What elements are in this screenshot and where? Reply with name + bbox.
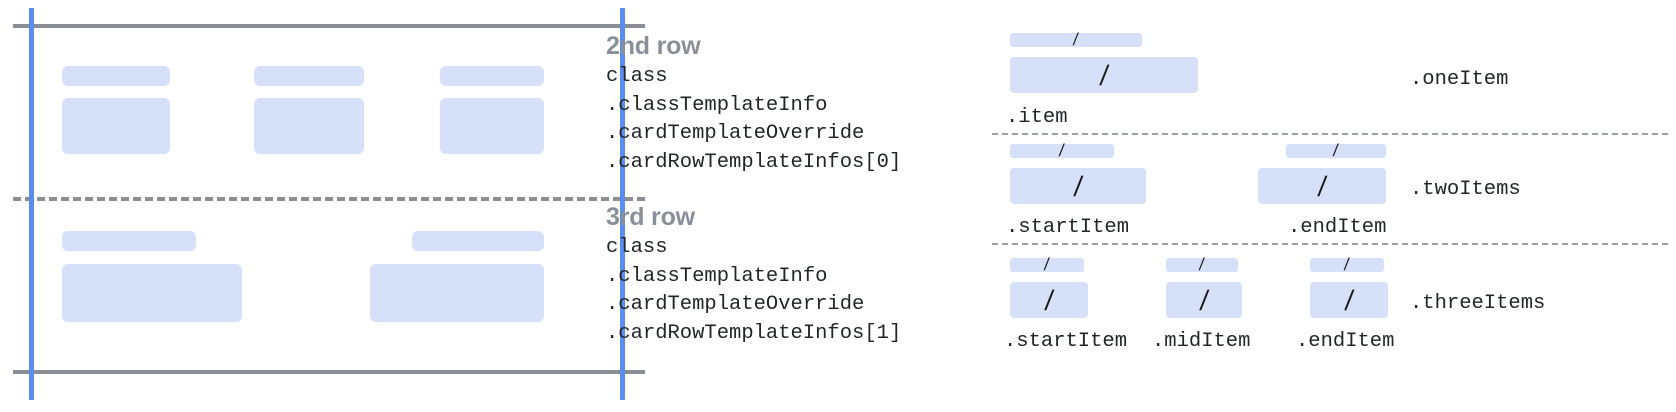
item-body-box: / [1010, 57, 1198, 93]
item-label-bar: / [1286, 140, 1386, 161]
placeholder-body-box [370, 264, 544, 322]
placeholder-body-box [254, 98, 364, 154]
slash-glyph: / [1343, 282, 1355, 317]
item-body-box: / [1258, 168, 1386, 204]
slash-glyph: / [1198, 254, 1206, 275]
variant-name-label: .threeItems [1410, 292, 1546, 315]
variant-divider [992, 243, 1668, 245]
slash-glyph: / [1072, 29, 1080, 50]
variant-divider [992, 133, 1668, 135]
item-label-bar: / [1010, 29, 1142, 50]
slash-glyph: / [1332, 140, 1340, 161]
frame-right-guide [620, 8, 625, 400]
frame-bottom-rule [13, 370, 645, 374]
frame-left-guide [29, 8, 34, 400]
item-label-bar: / [1310, 254, 1384, 275]
code-line: .classTemplateInfo [606, 93, 828, 117]
item-variants-column: / / .item .oneItem / / .startItem / / [986, 0, 1676, 412]
slash-glyph: / [1343, 254, 1351, 275]
item-name-label: .midItem [1152, 330, 1251, 353]
variant-name-label: .oneItem [1410, 68, 1509, 91]
slash-glyph: / [1072, 168, 1084, 203]
slash-glyph: / [1316, 168, 1328, 203]
placeholder-label-bar [412, 231, 544, 251]
item-label-bar: / [1010, 254, 1084, 275]
slash-glyph: / [1098, 57, 1110, 92]
class-path-column: 2nd row class .classTemplateInfo .cardTe… [606, 0, 986, 412]
placeholder-label-bar [254, 66, 364, 86]
card-row-template-frame [0, 0, 660, 412]
code-line: .cardTemplateOverride [606, 293, 865, 316]
code-line: class [606, 236, 668, 259]
slash-glyph: / [1198, 282, 1210, 317]
item-name-label: .endItem [1288, 216, 1387, 239]
item-name-label: .startItem [1006, 216, 1130, 239]
item-name-label: .endItem [1296, 330, 1395, 353]
row-title: 3rd row [606, 203, 695, 231]
item-body-box: / [1166, 282, 1242, 318]
item-label-bar: / [1166, 254, 1238, 275]
placeholder-body-box [440, 98, 544, 154]
code-line: .cardTemplateOverride [606, 122, 865, 145]
second-row-path-block: 2nd row class .classTemplateInfo .cardTe… [606, 31, 901, 177]
item-name-label: .item [1006, 106, 1068, 129]
variant-three-items: / / .startItem / / .midItem / / .endItem… [986, 246, 1676, 356]
frame-top-rule [13, 24, 645, 28]
item-label-bar: / [1010, 140, 1114, 161]
third-row-path-block: 3rd row class .classTemplateInfo .cardTe… [606, 202, 901, 348]
slash-glyph: / [1058, 140, 1066, 161]
item-body-box: / [1010, 282, 1088, 318]
code-line: .classTemplateInfo [606, 264, 828, 288]
item-body-box: / [1010, 168, 1146, 204]
slash-glyph: / [1043, 254, 1051, 275]
code-line: .cardRowTemplateInfos[1] [606, 321, 902, 345]
frame-row-divider [13, 197, 645, 201]
slash-glyph: / [1043, 282, 1055, 317]
variant-two-items: / / .startItem / / .endItem .twoItems [986, 136, 1676, 240]
item-body-box: / [1310, 282, 1388, 318]
placeholder-label-bar [62, 66, 170, 86]
placeholder-body-box [62, 98, 170, 154]
row-title: 2nd row [606, 32, 701, 60]
placeholder-body-box [62, 264, 242, 322]
variant-name-label: .twoItems [1410, 178, 1521, 201]
placeholder-label-bar [440, 66, 544, 86]
item-name-label: .startItem [1004, 330, 1128, 353]
variant-one-item: / / .item .oneItem [986, 0, 1676, 130]
code-line: .cardRowTemplateInfos[0] [606, 150, 902, 174]
placeholder-label-bar [62, 231, 196, 251]
code-line: class [606, 65, 668, 88]
